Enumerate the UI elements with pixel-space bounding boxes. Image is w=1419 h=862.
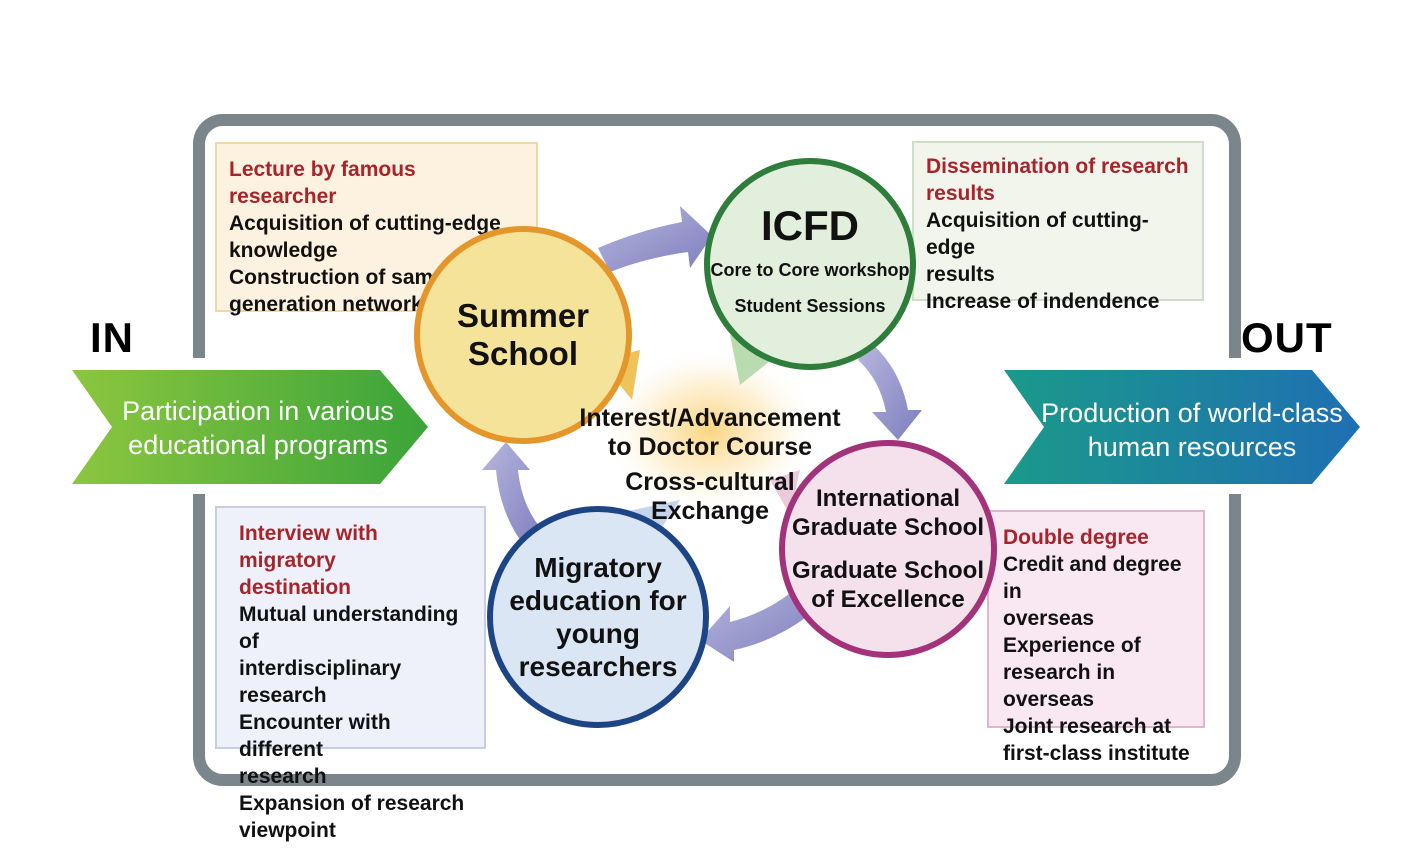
in-label: IN: [90, 314, 134, 361]
box-double-degree: Double degree Credit and degree in overs…: [987, 510, 1205, 765]
center-line-1: Interest/Advancement: [579, 404, 841, 432]
cycle-arrow-right: [858, 342, 922, 440]
cycle-arrow-bottom: [700, 585, 818, 662]
box-double-degree-heading: Double degree: [1003, 526, 1149, 549]
migratory-line-3: young: [556, 618, 640, 649]
circle-graduate-school: International Graduate School Graduate S…: [779, 440, 997, 658]
box-lecture-line: generation network: [229, 293, 423, 316]
migratory-line-2: education for: [509, 585, 687, 616]
circle-icfd: ICFD Core to Core workshop Student Sessi…: [704, 158, 916, 370]
out-arrow-line-2: human resources: [1087, 432, 1297, 462]
box-lecture-line: knowledge: [229, 239, 338, 262]
circle-summer-school: Summer School: [414, 226, 632, 444]
center-line-4: Exchange: [650, 497, 770, 525]
in-arrow-shape: [72, 370, 428, 484]
summer-school-line-2: School: [467, 335, 578, 372]
box-interview: Interview with migratory destination Mut…: [215, 506, 486, 842]
box-dissemination: Dissemination of research results Acquis…: [912, 141, 1204, 313]
box-interview-line: viewpoint: [239, 819, 336, 842]
box-interview-line: interdisciplinary research: [239, 657, 402, 707]
box-lecture-line: Construction of same: [229, 266, 445, 289]
in-arrow-line-1: Participation in various: [122, 396, 394, 426]
box-dissemination-heading: Dissemination of research: [926, 155, 1189, 178]
icfd-sub-1: Core to Core workshop: [710, 260, 910, 280]
box-double-degree-line: first-class institute: [1003, 742, 1190, 765]
center-label-exchange: Cross-cultural Exchange: [600, 468, 820, 526]
box-interview-line: research: [239, 765, 327, 788]
box-dissemination-line: Acquisition of cutting-edge: [926, 209, 1149, 259]
box-lecture-heading: Lecture by famous researcher: [229, 158, 416, 208]
box-interview-heading: destination: [239, 576, 352, 599]
box-interview-line: Expansion of research: [239, 792, 465, 815]
icfd-title: ICFD: [761, 202, 859, 249]
box-dissemination-line: Increase of indendence: [926, 290, 1160, 313]
out-arrow-line-1: Production of world-class: [1041, 398, 1343, 428]
center-line-3: Cross-cultural: [625, 468, 795, 496]
icfd-sub-2: Student Sessions: [734, 296, 886, 316]
box-double-degree-line: Credit and degree in: [1003, 553, 1182, 603]
in-arrow-text: Participation in various educational pro…: [110, 394, 406, 462]
circle-migratory-education: Migratory education for young researcher…: [487, 506, 709, 728]
center-line-2: to Doctor Course: [607, 433, 813, 461]
box-interview-line: Encounter with different: [239, 711, 391, 761]
out-arrow-shape: [1004, 370, 1360, 484]
box-dissemination-heading: results: [926, 182, 995, 205]
summer-school-line-1: Summer: [456, 297, 590, 334]
center-label-doctor: Interest/Advancement to Doctor Course: [574, 404, 846, 462]
migratory-line-1: Migratory: [534, 552, 662, 583]
box-dissemination-line: results: [926, 263, 995, 286]
box-interview-line: Mutual understanding of: [239, 603, 459, 653]
box-double-degree-line: Joint research at: [1003, 715, 1172, 738]
box-double-degree-line: research in overseas: [1003, 661, 1116, 711]
box-double-degree-line: Experience of: [1003, 634, 1141, 657]
box-lecture: Lecture by famous researcher Acquisition…: [215, 142, 538, 316]
graduate-line-2: Graduate School: [791, 514, 985, 541]
in-arrow-line-2: educational programs: [128, 430, 388, 460]
out-label: OUT: [1241, 314, 1333, 361]
graduate-line-1: International: [815, 485, 960, 512]
box-double-degree-line: overseas: [1003, 607, 1095, 630]
cycle-arrow-left: [482, 442, 544, 548]
box-interview-heading: Interview with migratory: [239, 522, 378, 572]
migratory-line-4: researchers: [518, 651, 678, 682]
center-glow: [600, 345, 820, 515]
graduate-line-4: of Excellence: [811, 586, 965, 613]
graduate-line-3: Graduate School: [791, 557, 985, 584]
box-lecture-line: Acquisition of cutting-edge: [229, 212, 501, 235]
cycle-arrow-top: [598, 206, 712, 272]
out-arrow-text: Production of world-class human resource…: [1040, 396, 1344, 464]
